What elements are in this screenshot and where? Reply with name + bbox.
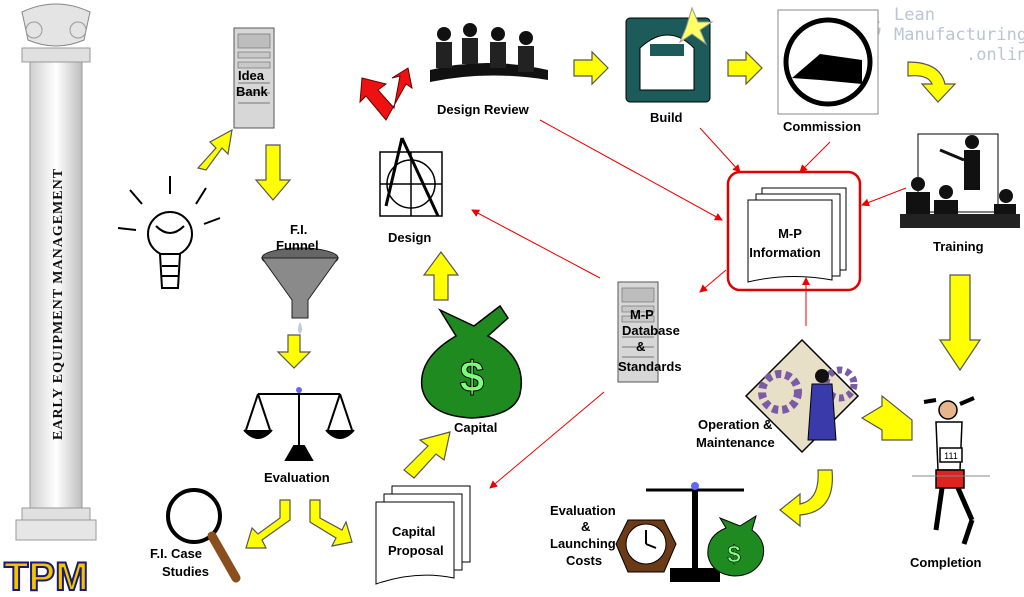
magnifying-glass-icon <box>166 488 241 583</box>
arrow-ideabank-funnel <box>254 144 292 201</box>
funnel-icon <box>261 247 339 334</box>
arrow-funnel-evaluation <box>276 334 312 369</box>
operation-maintenance-label-1: Operation & <box>698 417 772 432</box>
money-bag-icon: $ <box>420 304 522 419</box>
evaluation-launching-label-4: Costs <box>566 553 602 568</box>
fi-funnel-label-1: F.I. <box>290 222 307 237</box>
mp-information-box[interactable] <box>726 170 862 292</box>
design-loop-arrow-icon <box>359 67 413 121</box>
arrow-evaluation-proposal <box>309 499 353 547</box>
evaluation-launching-label-2: & <box>581 519 590 534</box>
watermark-line1: Lean <box>894 5 935 25</box>
fi-funnel-label-2: Funnel <box>276 238 319 253</box>
svg-text:$: $ <box>727 541 741 568</box>
arrow-training-completion <box>938 274 982 372</box>
arrow-proposal-capital <box>403 431 451 479</box>
arrow-completion-operation <box>860 394 913 441</box>
capital-proposal-label-1: Capital <box>392 524 435 539</box>
arrow-operation-evaluation <box>779 469 833 528</box>
evaluation-launching-label-1: Evaluation <box>550 503 616 518</box>
welder-icon <box>625 6 714 103</box>
fi-case-studies-label-1: F.I. Case <box>150 546 202 561</box>
svg-text:111: 111 <box>944 451 958 461</box>
mp-database-label-4: Standards <box>618 359 682 374</box>
evaluation-launching-label-3: Launching <box>550 536 616 551</box>
tpm-logo: TPM <box>4 555 88 597</box>
design-review-label: Design Review <box>437 102 530 117</box>
meeting-people-icon <box>420 14 550 94</box>
training-label: Training <box>933 239 984 254</box>
mp-database-label-3: & <box>636 339 645 354</box>
runner-icon: 111 <box>912 396 990 545</box>
flow-arrows <box>196 50 982 549</box>
capital-label: Capital <box>454 420 497 435</box>
balance-scale-icon <box>243 387 355 461</box>
arrow-bulb-ideabank <box>196 128 233 171</box>
pillar: EARLY EQUIPMENT MANAGEMENT <box>15 3 97 541</box>
balance-scale-clock-money-icon: $ <box>615 482 765 582</box>
document-stack-icon <box>747 187 847 283</box>
fi-case-studies-label-2: Studies <box>162 564 209 579</box>
arrow-capital-design <box>422 250 460 301</box>
gears-worker-icon <box>744 338 860 454</box>
commission-icon <box>777 9 879 115</box>
idea-bank-label-1: Idea <box>238 68 265 83</box>
arrow-review-build <box>573 50 609 86</box>
idea-bank-label-2: Bank <box>236 84 269 99</box>
mp-database-label-2: Database <box>622 323 680 338</box>
arrow-commission-training <box>907 61 957 103</box>
capital-proposal-label-2: Proposal <box>388 543 444 558</box>
arrow-evaluation-casestudies <box>245 499 291 549</box>
document-stack-icon <box>375 485 471 585</box>
commission-label: Commission <box>783 119 861 134</box>
watermark-line2: Manufacturing <box>894 25 1024 45</box>
mp-database-label-1: M-P <box>630 307 654 322</box>
pillar-title: EARLY EQUIPMENT MANAGEMENT <box>51 168 66 440</box>
light-bulb-icon <box>117 176 221 289</box>
evaluation-label: Evaluation <box>264 470 330 485</box>
training-class-icon <box>900 133 1020 228</box>
operation-maintenance-label-2: Maintenance <box>696 435 775 450</box>
design-label: Design <box>388 230 431 245</box>
column-capital-icon <box>21 3 91 47</box>
info-arrows <box>471 119 907 489</box>
mp-information-label-2: Information <box>749 245 821 260</box>
build-label: Build <box>650 110 683 125</box>
arrow-build-commission <box>727 50 763 86</box>
mp-information-label-1: M-P <box>778 226 802 241</box>
compass-icon <box>379 137 443 217</box>
watermark-line3: .online <box>966 45 1024 65</box>
svg-text:$: $ <box>460 353 484 402</box>
watermark: Lean Manufacturing .online <box>843 5 1024 65</box>
completion-label: Completion <box>910 555 982 570</box>
